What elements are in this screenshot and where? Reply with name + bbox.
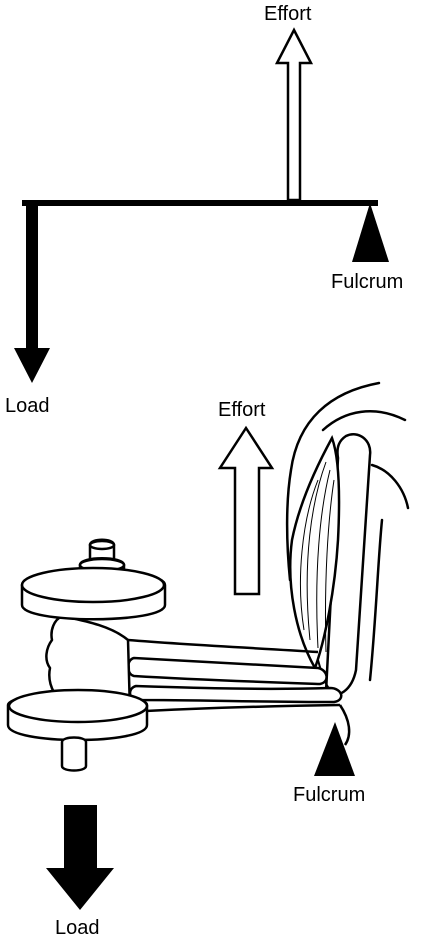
top-fulcrum-label: Fulcrum <box>331 271 403 293</box>
dumbbell <box>6 538 167 772</box>
arm-load-label: Load <box>55 917 100 939</box>
arm-effort-arrow <box>217 425 275 596</box>
top-effort-arrow <box>274 27 314 202</box>
top-load-arrow <box>14 203 50 383</box>
arm-fulcrum-label: Fulcrum <box>293 784 365 806</box>
arm-lever: Effort <box>6 381 410 939</box>
forearm-outline <box>127 638 351 746</box>
arm-effort-label: Effort <box>218 399 266 421</box>
top-fulcrum-triangle <box>352 203 389 262</box>
ulna-bone <box>128 684 343 704</box>
arm-load-arrow <box>46 805 114 910</box>
top-lever: Effort Fulcrum Load <box>5 3 403 417</box>
top-effort-label: Effort <box>264 3 312 25</box>
top-lever-bar <box>22 200 378 206</box>
upper-arm-outline <box>285 381 410 682</box>
top-load-label: Load <box>5 395 50 417</box>
radius-bone <box>126 656 328 686</box>
arm-fulcrum-triangle <box>314 722 355 776</box>
